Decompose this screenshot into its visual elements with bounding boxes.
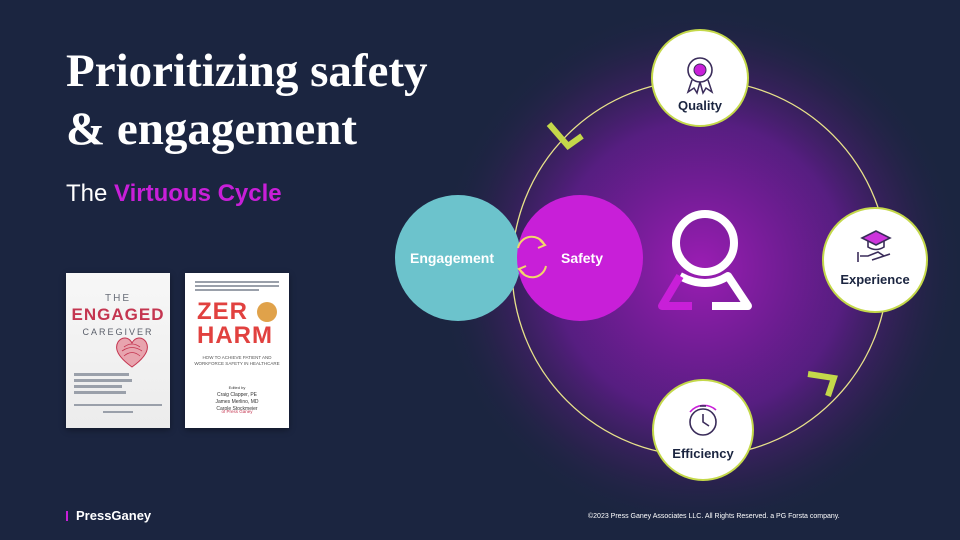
book1-authors-line xyxy=(74,404,162,406)
engagement-label: Engagement xyxy=(410,250,494,266)
book2-quote-line xyxy=(195,285,279,287)
safety-bubble xyxy=(517,195,643,321)
copyright-notice: ©2023 Press Ganey Associates LLC. All Ri… xyxy=(588,513,840,520)
title-line-1: Prioritizing safety xyxy=(66,45,428,97)
book1-blurb-line xyxy=(74,379,132,382)
press-ganey-logo: PressGaney xyxy=(66,508,151,523)
book1-blurb-line xyxy=(74,391,126,394)
book-engaged-caregiver: THE ENGAGED CAREGIVER xyxy=(66,273,170,428)
efficiency-node: Efficiency xyxy=(652,379,754,481)
book2-title-zero: ZER xyxy=(197,298,248,325)
experience-label: Experience xyxy=(840,272,909,287)
book2-author-1: Craig Clapper, PE xyxy=(216,392,258,398)
hand-graduation-cap-icon xyxy=(857,230,892,262)
book2-quote-line xyxy=(195,289,259,291)
subtitle: The Virtuous Cycle xyxy=(66,180,282,208)
title-line-2: & engagement xyxy=(66,103,358,155)
efficiency-label: Efficiency xyxy=(672,446,734,461)
award-ribbon-icon xyxy=(686,57,714,95)
cycle-arrow-top-left-icon xyxy=(546,122,584,151)
cycle-arrows-icon xyxy=(517,235,547,279)
book2-publisher: of Press Ganey xyxy=(221,409,253,414)
book2-edited-by: Edited by xyxy=(228,385,246,390)
logo-text: PressGaney xyxy=(76,508,152,523)
book1-blurb-line xyxy=(74,385,122,388)
book2-author-3: Carole Stockmeier xyxy=(216,406,258,412)
book2-quote-line xyxy=(195,281,279,283)
book1-title: ENGAGED xyxy=(71,305,165,324)
subtitle-accent: Virtuous Cycle xyxy=(114,180,282,207)
book1-the: THE xyxy=(105,293,131,304)
book2-subtitle: How to achieve patient and workforce saf… xyxy=(194,355,280,366)
person-icon xyxy=(658,210,752,310)
book1-publisher-line xyxy=(103,411,133,413)
heart-fingerprint-icon xyxy=(116,337,148,368)
quality-node: Quality xyxy=(651,29,749,127)
stopwatch-cycle-icon xyxy=(689,404,717,436)
quality-label: Quality xyxy=(678,98,723,113)
book2-authors: Edited by Craig Clapper, PE James Merlin… xyxy=(185,384,289,413)
experience-node: Experience xyxy=(822,207,928,313)
engagement-bubble xyxy=(395,195,521,321)
book2-circle-o-icon xyxy=(257,302,277,322)
subtitle-prefix: The xyxy=(66,180,115,207)
book-zero-harm: ZER HARM How to achieve patient and work… xyxy=(185,273,289,428)
book2-title-harm: HARM xyxy=(197,322,273,349)
book1-blurb-line xyxy=(74,373,129,376)
page-title: Prioritizing safety & engagement xyxy=(66,42,428,158)
book1-subtitle: CAREGIVER xyxy=(82,327,154,337)
safety-label: Safety xyxy=(561,250,603,266)
book2-author-2: James Merlino, MD xyxy=(215,399,259,405)
cycle-arrow-bottom-right-icon xyxy=(807,371,838,397)
logo-mark-icon xyxy=(66,511,74,521)
